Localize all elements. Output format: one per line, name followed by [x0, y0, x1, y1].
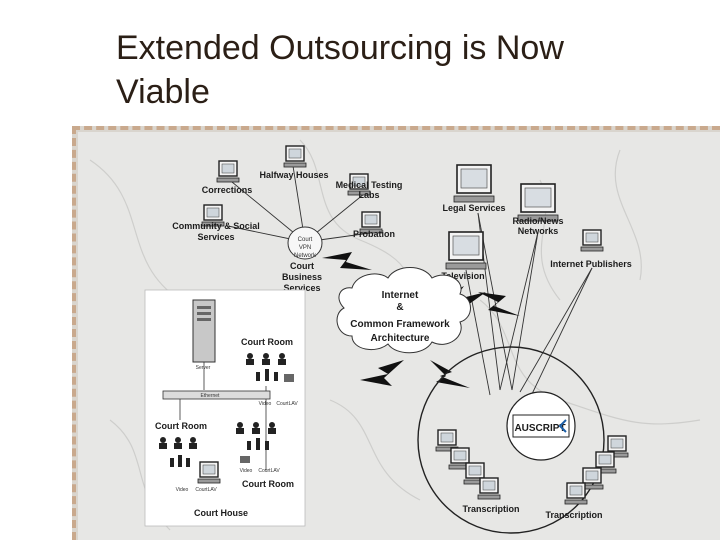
video-label-2: Video: [176, 487, 189, 493]
court-vpn-line3: Network: [294, 253, 317, 259]
internet-cloud: [336, 267, 471, 354]
cloud-line-3: Common Framework: [350, 319, 450, 330]
transcription-right-label: Transcription: [545, 510, 602, 520]
title-line-2: Viable: [116, 73, 210, 111]
auscript-chevron-icon: [558, 419, 567, 433]
court-room-2-figures: [159, 437, 197, 467]
court-room-3-label: Court Room: [242, 479, 294, 489]
corrections-label: Corrections: [202, 185, 253, 195]
court-room-1-label: Court Room: [241, 337, 293, 347]
court-house-panel: [144, 289, 306, 527]
medical-labs-label-1: Medical Testing: [336, 180, 403, 190]
medical-labs-label-2: Labs: [358, 190, 379, 200]
auscript-circle: [417, 346, 605, 534]
auscript-logo: AUSCRIPT: [514, 423, 565, 434]
court-vpn-line1: Court: [298, 237, 313, 243]
legal-services-label: Legal Services: [442, 203, 505, 213]
court-business-label-1: Court: [290, 261, 314, 271]
court-house-label: Court House: [194, 508, 248, 518]
court-business-label-3: Services: [283, 283, 320, 293]
vpn-hub: [287, 226, 323, 260]
cloud-line-4: Architecture: [371, 333, 430, 344]
radio-news-label-2: Networks: [518, 226, 559, 236]
transcription-computers-left: [435, 429, 501, 500]
transcription-left-label: Transcription: [462, 504, 519, 514]
title-line-1: Extended Outsourcing is Now: [116, 29, 564, 67]
court-audio-label-1: CourtLAV: [276, 401, 298, 407]
probation-label: Probation: [353, 229, 395, 239]
internet-publishers-label: Internet Publishers: [550, 259, 632, 269]
community-label-1: Community & Social: [172, 221, 260, 231]
court-room-1-figures: [246, 353, 294, 382]
ethernet-bus: [162, 390, 271, 400]
video-label-1: Video: [259, 401, 272, 407]
court-vpn-line2: VPN: [299, 245, 311, 251]
court-business-label-2: Business: [282, 272, 322, 282]
television-computer-icon: [445, 231, 487, 270]
halfway-houses-computer-icon: [283, 145, 307, 168]
court-audio-label-2: CourtLAV: [195, 487, 217, 493]
television-label: Television: [441, 271, 484, 281]
court-room-2-label: Court Room: [155, 421, 207, 431]
server-label: Server: [196, 365, 211, 371]
ethernet-label: Ethernet: [201, 393, 221, 399]
corrections-computer-icon: [216, 160, 240, 183]
community-label-2: Services: [197, 232, 234, 242]
radio-news-label-1: Radio/News: [512, 216, 563, 226]
server-icon: [192, 299, 216, 363]
video-label-3: Video: [240, 468, 253, 474]
transcription-computers-right: [564, 435, 629, 505]
internet-publishers-computer-icon: [580, 229, 604, 252]
cloud-line-1: Internet: [382, 290, 419, 301]
halfway-houses-label: Halfway Houses: [259, 170, 328, 180]
court-room-3-figures: [236, 422, 276, 463]
cloud-line-2: &: [396, 302, 403, 313]
legal-services-computer-icon: [453, 164, 495, 203]
court-room-2-computer-icon: [197, 461, 221, 484]
court-audio-label-3: CourtLAV: [258, 468, 280, 474]
slide-title: Extended Outsourcing is Now Viable: [116, 26, 676, 114]
